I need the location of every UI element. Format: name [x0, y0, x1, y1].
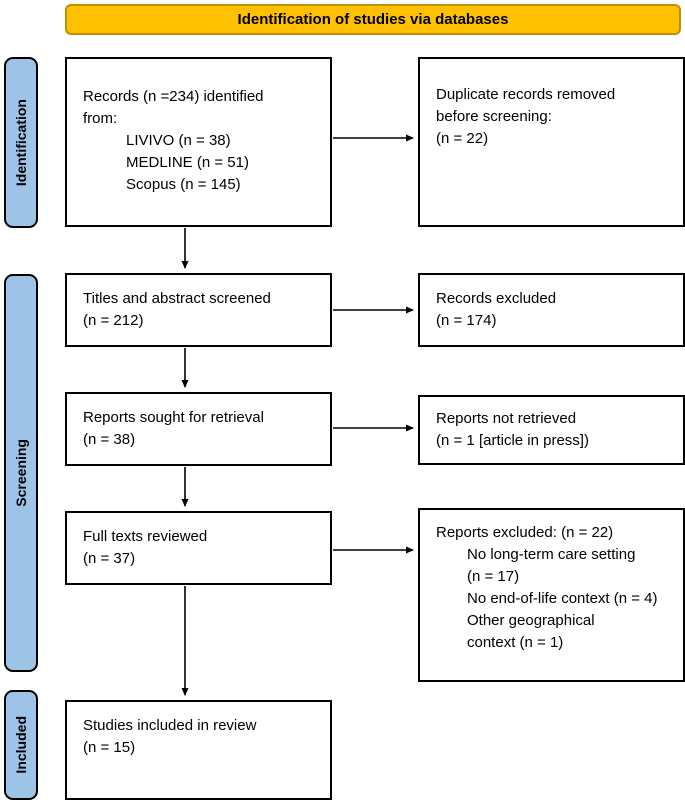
box-records-identified: Records (n =234) identified from: LIVIVO…: [65, 57, 332, 227]
stage-bar-included: Included: [4, 690, 38, 800]
box-text-line: MEDLINE (n = 51): [126, 154, 249, 171]
box-text-line: Duplicate records removed: [436, 86, 616, 103]
box-duplicates-removed: Duplicate records removed before screeni…: [418, 57, 685, 227]
box-text-line: Reports sought for retrieval: [83, 409, 264, 426]
box-text-line: LIVIVO (n = 38): [126, 132, 231, 149]
box-titles-screened: Titles and abstract screened (n = 212): [65, 273, 332, 347]
stage-bar-screening: Screening: [4, 274, 38, 672]
box-text-line: Reports not retrieved: [436, 410, 577, 427]
box-text-line: context (n = 1): [467, 634, 564, 651]
box-text-line: No long-term care setting: [467, 546, 636, 563]
box-text-line: (n = 22): [436, 130, 489, 147]
diagram-header-title: Identification of studies via databases: [237, 11, 509, 28]
box-records-excluded: Records excluded (n = 174): [418, 273, 685, 347]
box-text-line: (n = 174): [436, 312, 497, 329]
box-text-line: No end-of-life context (n = 4): [467, 590, 658, 607]
diagram-header: Identification of studies via databases: [65, 4, 681, 35]
box-text-line: Full texts reviewed: [83, 528, 208, 545]
box-text-line: (n = 1 [article in press]): [436, 432, 589, 449]
stage-label-included: Included: [13, 716, 29, 774]
box-text-line: Reports excluded: (n = 22): [436, 524, 614, 541]
box-text-line: Records excluded: [436, 290, 557, 307]
stage-label-screening: Screening: [13, 439, 29, 507]
stage-label-identification: Identification: [13, 98, 29, 187]
box-text-line: (n = 17): [467, 568, 520, 585]
box-reports-not-retrieved: Reports not retrieved (n = 1 [article in…: [418, 395, 685, 465]
box-studies-included: Studies included in review (n = 15): [65, 700, 332, 800]
box-text-line: (n = 212): [83, 312, 144, 329]
box-text-line: (n = 38): [83, 431, 136, 448]
box-full-texts-reviewed: Full texts reviewed (n = 37): [65, 511, 332, 585]
box-text-line: before screening:: [436, 108, 552, 125]
box-reports-excluded: Reports excluded: (n = 22) No long-term …: [418, 508, 685, 682]
box-text-line: (n = 37): [83, 550, 136, 567]
box-text-line: Titles and abstract screened: [83, 290, 271, 307]
box-text-line: from:: [83, 110, 118, 127]
stage-bar-identification: Identification: [4, 57, 38, 228]
box-text-line: Records (n =234) identified: [83, 88, 264, 105]
box-text-line: Studies included in review: [83, 717, 257, 734]
box-text-line: Other geographical: [467, 612, 595, 629]
box-text-line: Scopus (n = 145): [126, 176, 241, 193]
box-text-line: (n = 15): [83, 739, 136, 756]
box-reports-sought: Reports sought for retrieval (n = 38): [65, 392, 332, 466]
